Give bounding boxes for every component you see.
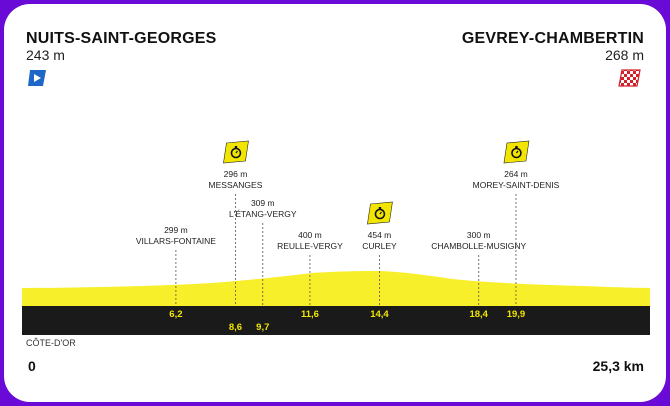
start-flag-icon (28, 68, 48, 88)
finish-town-name: GEVREY-CHAMBERTIN (461, 30, 644, 47)
distance-bar (22, 306, 650, 335)
checkpoint-altitude: 299 m (164, 225, 188, 235)
distance-end: 25,3 km (592, 358, 644, 374)
checkpoint-name: MOREY-SAINT-DENIS (472, 180, 560, 190)
checkpoint-name: VILLARS-FONTAINE (135, 236, 216, 246)
start-altitude: 243 m (26, 47, 65, 63)
checkpoint-altitude: 400 m (298, 230, 322, 240)
checkpoint-name: L'ÉTANG-VERGY (228, 209, 297, 219)
stopwatch-icon (503, 140, 530, 164)
elevation-profile (22, 140, 650, 335)
finish-checkered-flag-icon (618, 68, 641, 88)
checkpoint-altitude: 296 m (223, 169, 248, 179)
checkpoint-altitude: 309 m (250, 198, 275, 208)
checkpoint-name: MESSANGES (208, 180, 263, 190)
checkpoint-km: 8,6 (228, 321, 243, 333)
stopwatch-icon (367, 201, 393, 225)
stopwatch-icon (223, 140, 249, 164)
checkpoint-name: REULLE-VERGY (277, 241, 343, 251)
checkpoint-km: 19,9 (506, 309, 526, 320)
distance-start: 0 (28, 358, 36, 374)
checkpoint-name: CURLEY (362, 241, 397, 251)
region-name: CÔTE-D'OR (26, 338, 76, 348)
elevation-profile-area (22, 271, 650, 306)
checkpoint-km: 6,2 (169, 309, 183, 320)
checkpoint-altitude: 300 m (466, 230, 491, 240)
checkpoint-km: 18,4 (469, 309, 488, 320)
checkpoint-km: 11,6 (300, 309, 319, 320)
checkpoint-km: 14,4 (370, 309, 389, 320)
checkpoint-altitude: 454 m (367, 230, 392, 240)
checkpoint-km: 9,7 (256, 321, 270, 333)
start-town-name: NUITS-SAINT-GEORGES (26, 30, 217, 47)
stage-profile-card: NUITS-SAINT-GEORGES 243 m GEVREY-CHAMBER… (22, 20, 650, 388)
checkpoint-altitude: 264 m (504, 169, 528, 179)
finish-altitude: 268 m (605, 47, 644, 63)
checkpoint-name: CHAMBOLLE-MUSIGNY (431, 241, 527, 251)
